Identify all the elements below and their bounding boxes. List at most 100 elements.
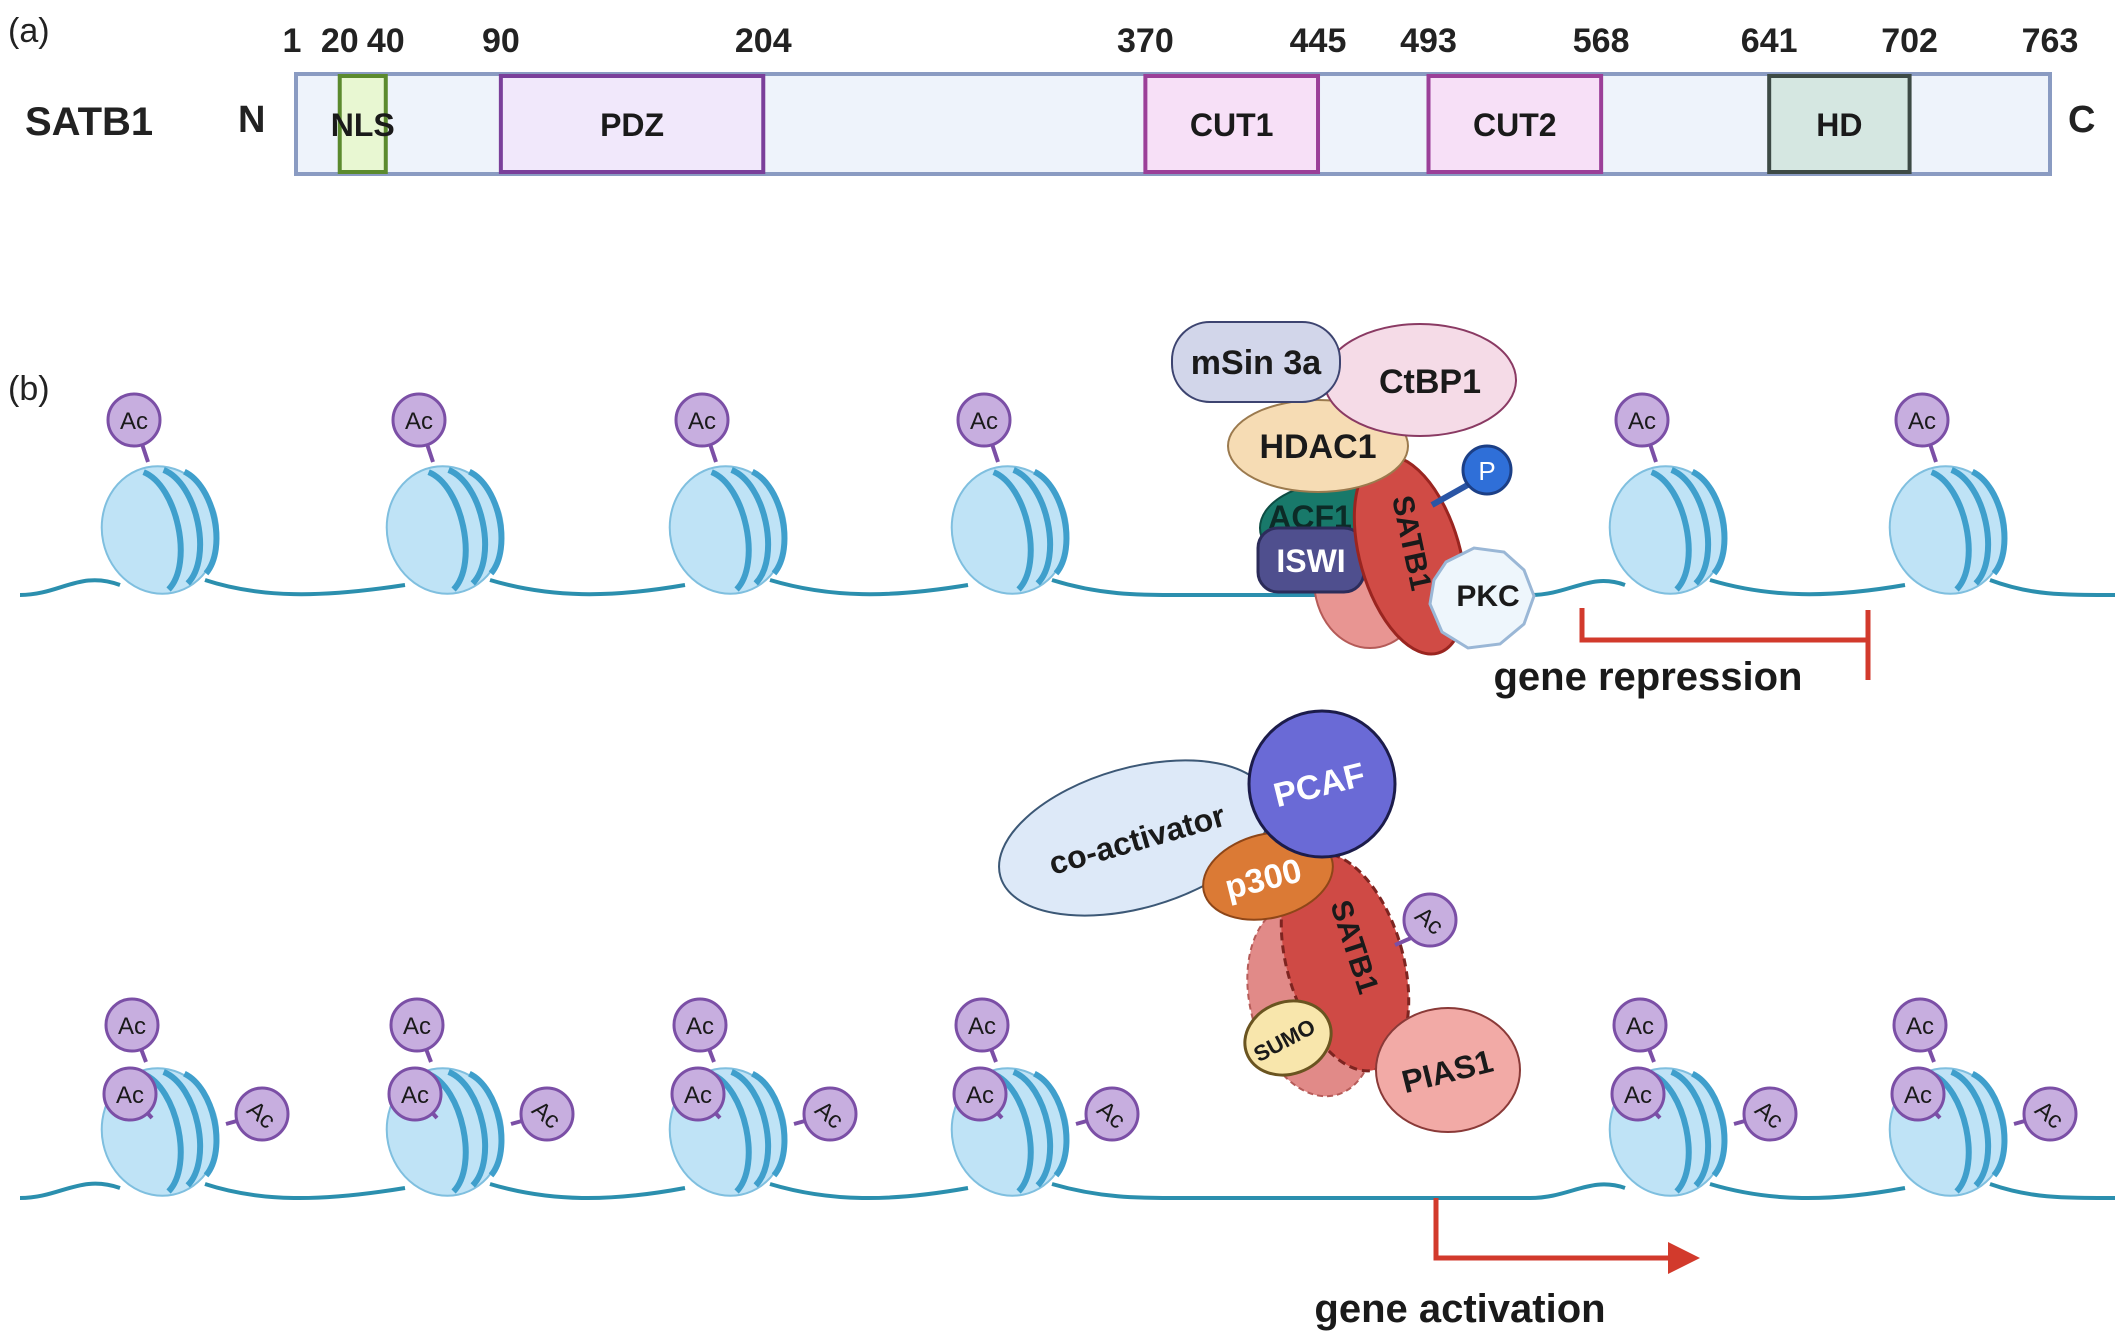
pkc-shape [1428,546,1536,650]
acetyl-group-label: Ac [684,1082,712,1109]
position-label: 702 [1881,22,1938,60]
nucleosome: Ac [1878,392,2018,605]
acetyl-group-label: Ac [1628,408,1656,435]
acetyl-group [2022,1086,2078,1142]
n-terminus-label: N [238,99,265,141]
hdac1-label: HDAC1 [1259,428,1376,466]
position-label: 204 [735,22,792,60]
ctbp1-label: CtBP1 [1379,363,1481,401]
panel-b-label: (b) [8,370,50,408]
position-label: 20 [321,22,359,60]
domain-label-pdz: PDZ [600,107,664,143]
nucleosome: Ac [375,392,515,605]
domain-box-hd [1767,74,1912,174]
pias1-shape [1375,1007,1521,1133]
dna-strand-repression [19,578,2116,597]
dna-strand-activation [19,1181,2116,1201]
nucleosome: Ac [940,392,1080,605]
acetyl-group [387,1066,443,1122]
domain-box-cut2 [1426,74,1604,174]
acetyl-group-label: Ac [1904,1082,1932,1109]
acetyl-group [954,997,1010,1053]
acetyl-group [1892,997,1948,1053]
acetyl-group [1612,997,1668,1053]
domain-box-pdz [498,74,766,174]
acetyl-group [234,1086,290,1142]
sumo-shape [1243,999,1333,1077]
acetyl-group-label: Ac [118,1013,146,1040]
activation-arrow-line [1433,1198,1670,1261]
acetyl-group-label: Ac [968,1013,996,1040]
acetyl-group-label: Ac [401,1082,429,1109]
acetyl-group [952,1066,1008,1122]
position-label: 641 [1741,22,1798,60]
msin3a-label: mSin 3a [1191,344,1322,382]
acetyl-group [1894,392,1950,448]
acetyl-group-label: Ac [686,1013,714,1040]
acetyl-group [1742,1086,1798,1142]
position-label: 445 [1290,22,1347,60]
position-label: 493 [1400,22,1457,60]
position-label: 40 [367,22,405,60]
domain-layer: NLS PDZ CUT1 CUT2 HD [331,74,1912,174]
repression-bar [1579,608,1871,680]
domain-box-cut1 [1143,74,1321,174]
acetyl-group-label: Ac [1906,1013,1934,1040]
acetyl-group-label: Ac [116,1082,144,1109]
phosphate-label: P [1478,456,1495,486]
phosphate-circle [1461,444,1513,496]
panel-a-label: (a) [8,12,50,50]
domain-label-cut1: CUT1 [1190,107,1274,143]
acetyl-group [1890,1066,1946,1122]
acetyl-group [104,997,160,1053]
pcaf-shape [1247,709,1397,859]
acetyl-group [1084,1086,1140,1142]
domain-label-hd: HD [1816,107,1862,143]
pkc-label: PKC [1456,580,1519,613]
activation-acetyl-group [1402,892,1458,948]
acetyl-group [670,1066,726,1122]
acetyl-group [519,1086,575,1142]
iswi-label: ISWI [1276,543,1345,579]
acetyl-group [389,997,445,1053]
acetyl-group [1614,392,1670,448]
acetyl-group [802,1086,858,1142]
position-label: 90 [482,22,520,60]
acetyl-group-label: Ac [688,408,716,435]
nucleosome: Ac [90,392,230,605]
domain-label-nls: NLS [331,107,395,143]
position-label: 763 [2022,22,2079,60]
activation-arrow-head [1668,1242,1700,1274]
acetyl-group [391,392,447,448]
protein-name: SATB1 [25,100,153,144]
nucleosome: Ac [658,392,798,605]
acetyl-group-label: Ac [1626,1013,1654,1040]
acetyl-group [672,997,728,1053]
gene-activation-label: gene activation [1314,1287,1605,1331]
acetyl-group [1610,1066,1666,1122]
gene-repression-label: gene repression [1493,655,1802,699]
acetyl-group-label: Ac [1624,1082,1652,1109]
acetyl-group-label: Ac [405,408,433,435]
acetyl-group [106,392,162,448]
position-label: 568 [1573,22,1630,60]
acetyl-group-label: Ac [970,408,998,435]
domain-label-cut2: CUT2 [1473,107,1557,143]
acetyl-group-label: Ac [403,1013,431,1040]
c-terminus-label: C [2068,99,2095,141]
acetyl-group [956,392,1012,448]
nucleosome: Ac [1598,392,1738,605]
acetyl-group-label: Ac [966,1082,994,1109]
msin3a-shape [1171,321,1341,403]
position-label: 370 [1117,22,1174,60]
acetyl-group [102,1066,158,1122]
